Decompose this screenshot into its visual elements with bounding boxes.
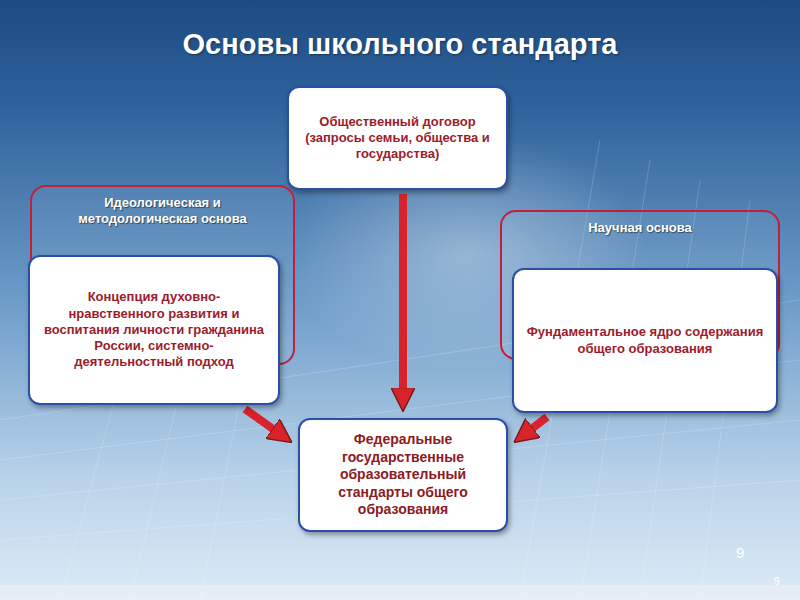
- content-box: Фундаментальное ядро содержания общего о…: [512, 268, 778, 413]
- flow-arrow: [399, 194, 407, 402]
- page-number: 9: [736, 544, 744, 561]
- group-heading: Научная основа: [545, 220, 735, 236]
- group-frame: Идеологическая и методологическая основа…: [30, 185, 295, 365]
- content-box: Общественный договор (запросы семьи, общ…: [287, 86, 508, 190]
- content-box: Федеральные государственные образователь…: [298, 418, 508, 532]
- group-heading: Идеологическая и методологическая основа: [68, 195, 258, 228]
- box-text: Фундаментальное ядро содержания общего о…: [526, 324, 764, 357]
- content-box: Концепция духовно-нравственного развития…: [28, 255, 280, 405]
- flow-arrow: [245, 409, 284, 437]
- box-text: Концепция духовно-нравственного развития…: [42, 289, 266, 370]
- box-text: Общественный договор (запросы семьи, общ…: [301, 114, 494, 163]
- flow-arrow: [522, 417, 547, 437]
- slide-title: Основы школьного стандарта: [0, 28, 800, 61]
- box-text: Федеральные государственные образователь…: [312, 431, 494, 519]
- group-frame: Научная основаФундаментальное ядро содер…: [500, 210, 780, 360]
- page-number: 9: [774, 576, 780, 587]
